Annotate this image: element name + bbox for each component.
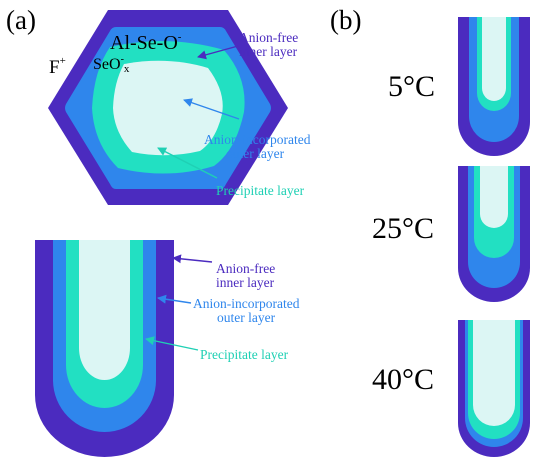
tube-pore [35, 240, 174, 457]
tube-25c [458, 166, 530, 302]
species-f: F+ [49, 55, 66, 78]
tube-inner-label-2: inner layer [216, 275, 275, 290]
tube-5c-core [482, 17, 506, 101]
tube-outer-arrow [157, 294, 192, 304]
tube-inner-label-1: Anion-free [216, 261, 275, 276]
hex-inner-label-2: inner layer [239, 44, 298, 59]
species-seox: SeO-x [93, 54, 130, 75]
tube-outer-label-1: Anion-incorporated [193, 296, 300, 311]
hex-outer-arrow [183, 98, 240, 120]
tube-inner-arrow [172, 254, 213, 264]
hex-outer-label-1: Anion-incorporated [204, 132, 311, 147]
hex-inner-arrow [197, 45, 239, 60]
hex-inner-label-1: Anion-free [239, 30, 298, 45]
tube-25c-core [480, 166, 508, 228]
hexagon-pore [48, 10, 288, 205]
tube-outer-label-2: outer layer [217, 310, 276, 325]
tube-40c [458, 320, 530, 457]
hex-precip-label: Precipitate layer [216, 183, 305, 198]
tube-precip-arrow [145, 336, 199, 351]
temperature-label-5: 5°C [388, 70, 435, 103]
tube-40c-core [473, 320, 515, 426]
tube-precip-label: Precipitate layer [200, 347, 289, 362]
hex-precip-arrow [157, 147, 218, 179]
panel-b-label: (b) [330, 5, 361, 35]
temperature-label-25: 25°C [372, 212, 434, 245]
tube-5c [458, 17, 530, 156]
hexagon-core [113, 60, 223, 156]
hex-outer-label-2: outer layer [226, 146, 285, 161]
temperature-label-40: 40°C [372, 363, 434, 396]
species-al-se-o: Al-Se-O- [110, 31, 182, 54]
tube-core [79, 240, 130, 380]
panel-a-label: (a) [6, 5, 36, 35]
